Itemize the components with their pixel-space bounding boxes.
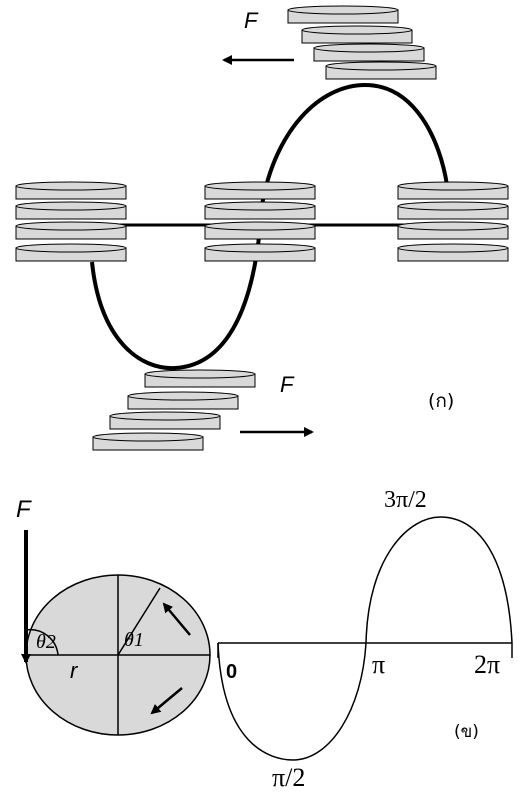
tick-label-0: 0 [226, 661, 238, 683]
disk-stack-middle [204, 181, 316, 262]
force-label-top: F [244, 8, 258, 33]
caption-b: (ข) [454, 722, 479, 742]
disk-stack-bottom-sheared [92, 369, 256, 451]
tick-label-2pi: 2π [474, 650, 501, 679]
theta1-radius-line [117, 587, 161, 656]
figure-b [21, 516, 513, 761]
theta2-arc [25, 628, 59, 656]
theta1-label: θ1 [124, 629, 144, 651]
rotation-arrow-upper [162, 602, 191, 636]
force-label: F [16, 496, 31, 523]
disk-stack-top-sheared [287, 5, 437, 80]
caption-a: (ก) [428, 390, 455, 412]
upper-curve [260, 82, 449, 206]
disk-stack-right [397, 181, 509, 262]
figure-a [15, 5, 509, 451]
force-label-bottom: F [280, 372, 294, 397]
rotation-arrow-lower [150, 687, 183, 715]
lower-curve [90, 227, 262, 371]
disk-stack-left [15, 181, 127, 262]
theta2-label: θ2 [36, 631, 56, 653]
radius-label: r [70, 658, 78, 683]
graph-lower-lobe [217, 642, 367, 761]
tick-label-3pi-half: 3π/2 [384, 487, 427, 513]
tick-label-pi-half: π/2 [272, 763, 306, 792]
graph-upper-lobe [365, 516, 513, 644]
tick-label-pi: π [372, 650, 386, 679]
